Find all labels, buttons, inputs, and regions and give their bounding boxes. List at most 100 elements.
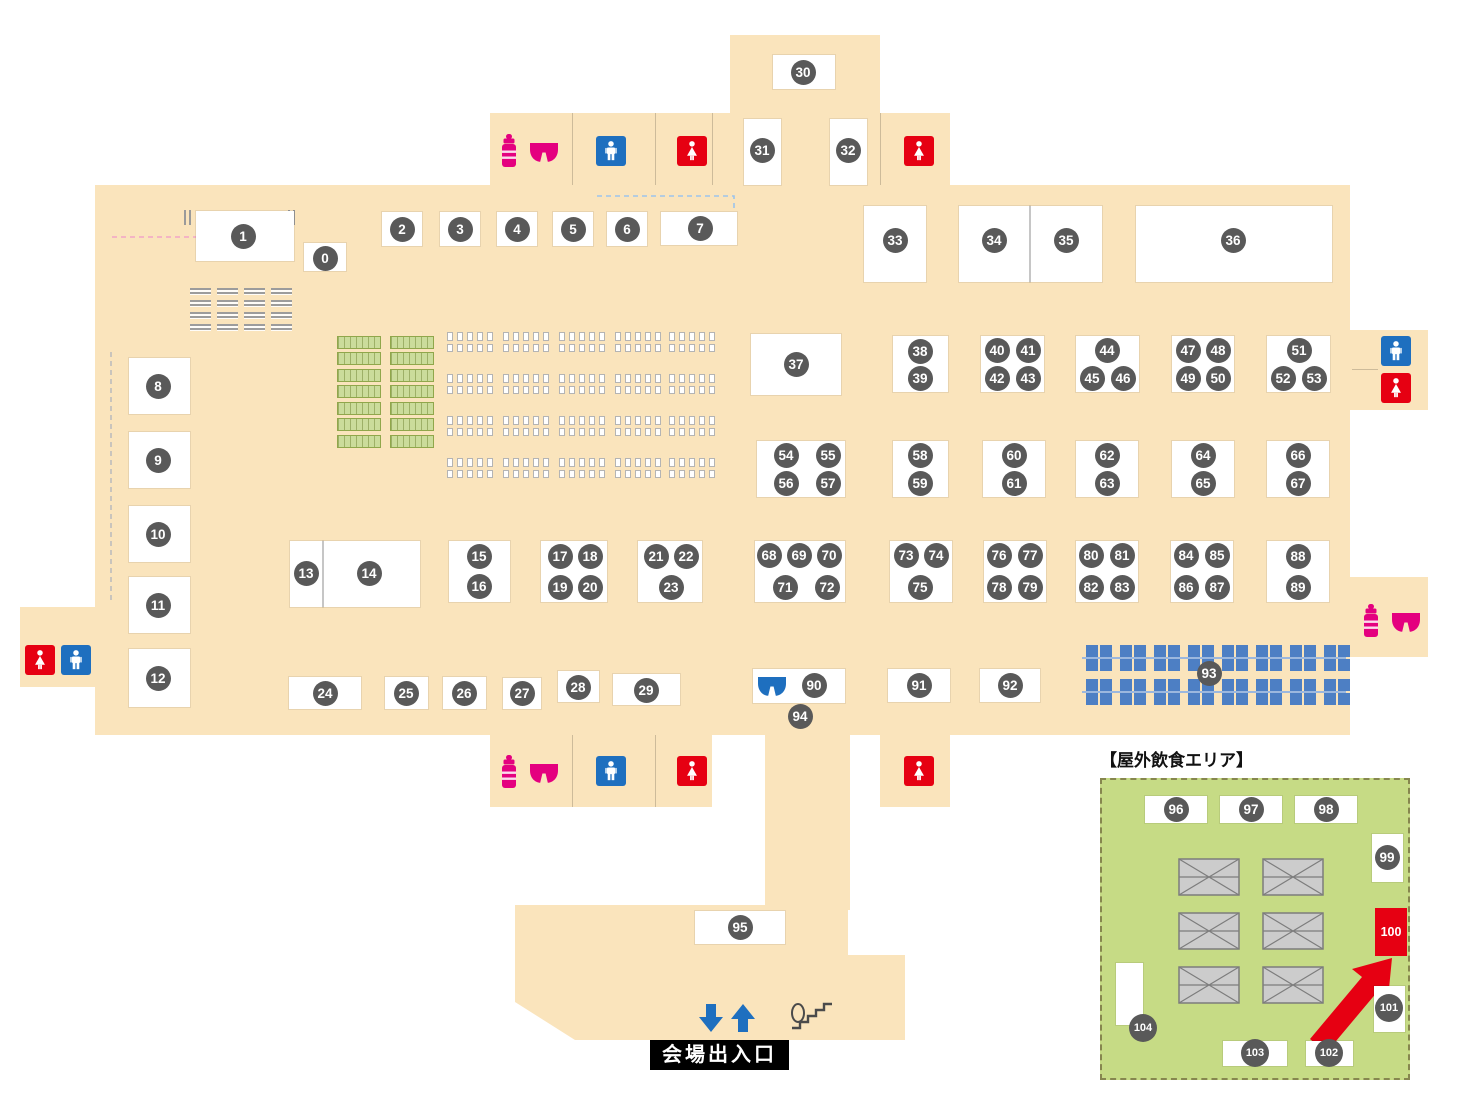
booth-number-85: 85 xyxy=(1204,542,1230,568)
table-cluster xyxy=(502,457,550,479)
floor-dash xyxy=(217,300,238,307)
hatch-mark xyxy=(184,210,193,225)
table-cluster xyxy=(446,373,494,395)
table-cluster xyxy=(668,415,716,437)
green-table xyxy=(337,336,381,349)
floor-dash xyxy=(190,312,211,319)
blue-table xyxy=(1120,679,1146,705)
booth-number-62: 62 xyxy=(1094,442,1120,468)
outdoor-table xyxy=(1178,858,1240,896)
floor-dash xyxy=(190,300,211,307)
booth-number-93: 93 xyxy=(1196,660,1222,686)
booth-number-70: 70 xyxy=(816,542,842,568)
green-table xyxy=(390,352,434,365)
booth-number-103: 103 xyxy=(1241,1039,1269,1067)
booth-number-44: 44 xyxy=(1094,337,1120,363)
blue-table xyxy=(1324,679,1350,705)
baby-bottle-icon xyxy=(499,754,519,788)
green-table xyxy=(390,369,434,382)
floor-dash xyxy=(244,324,265,331)
booth-number-87: 87 xyxy=(1204,574,1230,600)
booth-number-102: 102 xyxy=(1315,1039,1343,1067)
booth-number-60: 60 xyxy=(1001,442,1027,468)
table-row-line xyxy=(1082,691,1346,693)
booth-number-7: 7 xyxy=(687,215,713,241)
booth-number-53: 53 xyxy=(1301,365,1327,391)
booth-number-22: 22 xyxy=(673,543,699,569)
floor-dash xyxy=(190,288,211,295)
stairs-icon xyxy=(789,1000,835,1030)
diaper-icon xyxy=(529,763,559,784)
booth-number-73: 73 xyxy=(893,542,919,568)
blue-table xyxy=(1086,645,1112,671)
booth-number-17: 17 xyxy=(547,543,573,569)
booth-number-38: 38 xyxy=(907,338,933,364)
green-table xyxy=(337,402,381,415)
table-cluster xyxy=(668,331,716,353)
blue-table xyxy=(1256,645,1282,671)
booth-number-35: 35 xyxy=(1053,227,1079,253)
booth-number-43: 43 xyxy=(1015,365,1041,391)
wall-line xyxy=(655,113,656,185)
outdoor-table xyxy=(1262,858,1324,896)
female-toilet-icon xyxy=(904,756,934,786)
booth-number-97: 97 xyxy=(1238,796,1264,822)
booth-number-36: 36 xyxy=(1220,227,1246,253)
booth-number-71: 71 xyxy=(772,574,798,600)
booth-number-23: 23 xyxy=(658,574,684,600)
booth-number-64: 64 xyxy=(1190,442,1216,468)
booth-number-81: 81 xyxy=(1109,542,1135,568)
table-cluster xyxy=(558,457,606,479)
blue-table xyxy=(1256,679,1282,705)
booth-number-94: 94 xyxy=(787,703,813,729)
table-cluster xyxy=(446,415,494,437)
wall-line xyxy=(1352,369,1378,370)
booth-number-42: 42 xyxy=(984,365,1010,391)
booth-number-11: 11 xyxy=(145,592,171,618)
booth-number-61: 61 xyxy=(1001,470,1027,496)
booth-number-55: 55 xyxy=(815,442,841,468)
booth-number-69: 69 xyxy=(786,542,812,568)
table-row-line xyxy=(1082,657,1346,659)
diaper-icon xyxy=(1391,612,1421,633)
wall-line xyxy=(712,113,713,185)
table-cluster xyxy=(502,373,550,395)
booth-number-67: 67 xyxy=(1285,470,1311,496)
diaper-icon xyxy=(757,676,787,697)
blue-table xyxy=(1290,645,1316,671)
floor-corridor xyxy=(765,735,850,910)
floor-dash xyxy=(217,288,238,295)
booth-number-13: 13 xyxy=(293,560,319,586)
booth-number-92: 92 xyxy=(997,672,1023,698)
table-cluster xyxy=(446,331,494,353)
floor-dash xyxy=(190,324,211,331)
booth-number-45: 45 xyxy=(1079,365,1105,391)
booth-number-24: 24 xyxy=(312,680,338,706)
female-toilet-icon xyxy=(677,756,707,786)
wall-line xyxy=(572,735,573,807)
female-toilet-icon xyxy=(1381,373,1411,403)
table-cluster xyxy=(668,373,716,395)
booth-number-98: 98 xyxy=(1313,796,1339,822)
table-cluster xyxy=(614,415,662,437)
booth-number-66: 66 xyxy=(1285,442,1311,468)
table-cluster xyxy=(558,331,606,353)
booth-number-30: 30 xyxy=(790,59,816,85)
green-table xyxy=(390,435,434,448)
booth-number-14: 14 xyxy=(356,560,382,586)
booth-number-86: 86 xyxy=(1173,574,1199,600)
booth-number-101: 101 xyxy=(1375,994,1403,1022)
booth-number-2: 2 xyxy=(389,216,415,242)
floor-dash xyxy=(271,300,292,307)
booth-number-51: 51 xyxy=(1286,337,1312,363)
table-cluster xyxy=(502,415,550,437)
blue-table xyxy=(1086,679,1112,705)
panel-divider xyxy=(1029,206,1031,282)
booth-number-48: 48 xyxy=(1205,337,1231,363)
booth-number-21: 21 xyxy=(643,543,669,569)
outdoor-table xyxy=(1178,912,1240,950)
booth-number-32: 32 xyxy=(835,137,861,163)
green-table xyxy=(337,385,381,398)
booth-100: 100 xyxy=(1375,908,1407,956)
